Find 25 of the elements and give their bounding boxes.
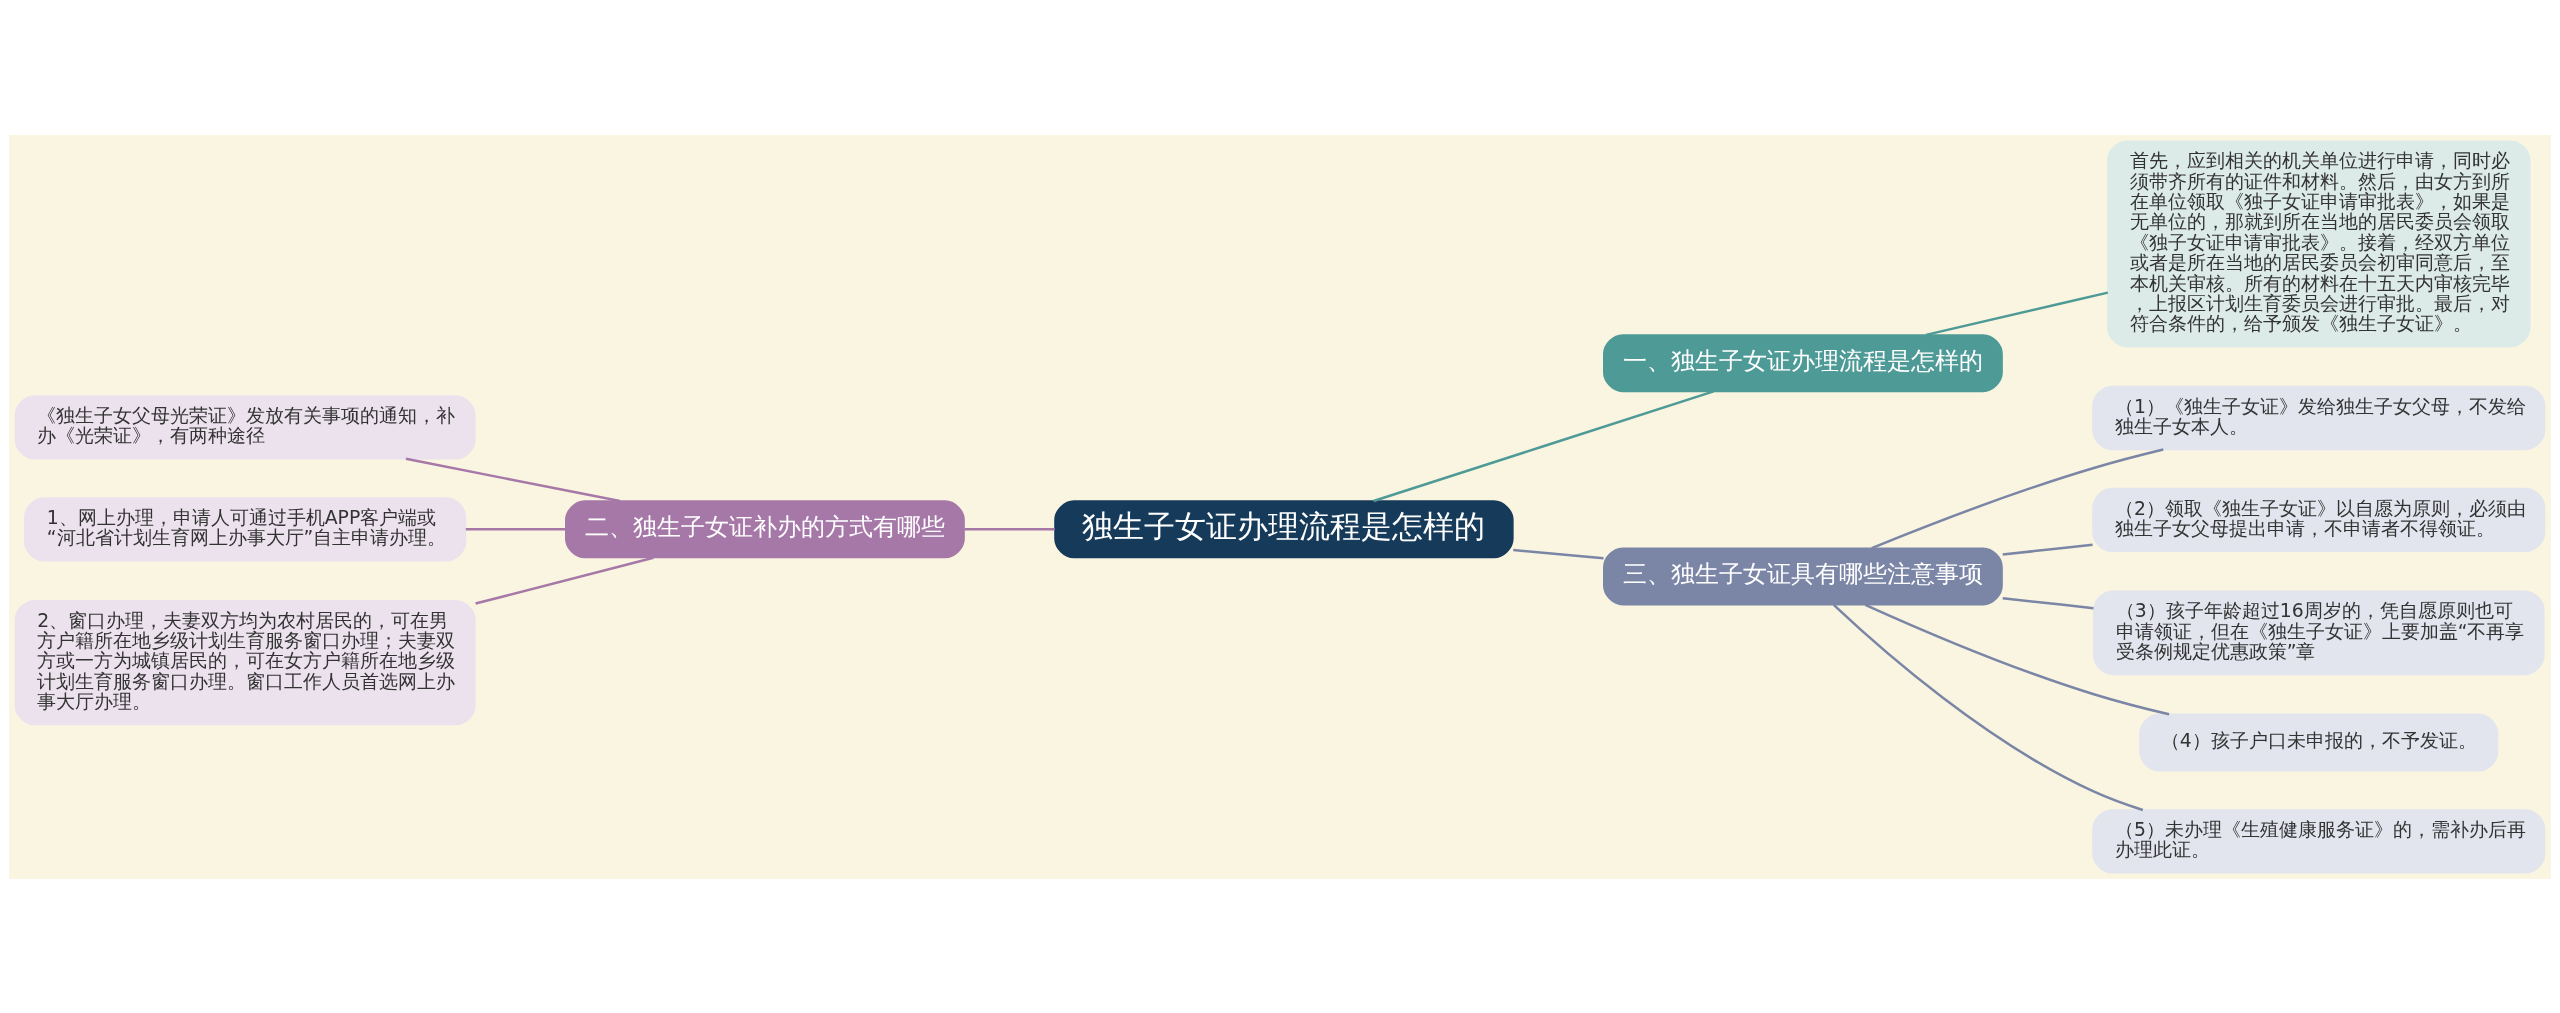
connector <box>2002 596 2094 609</box>
node-box: 一、独生子女证办理流程是怎样的 <box>1603 333 2003 392</box>
node-box: （1）《独生子女证》发给独生子女父母，不发给独生子女本人。 <box>2092 385 2546 450</box>
connector <box>1871 447 2164 549</box>
node-box: 二、独生子女证补办的方式有哪些 <box>565 499 965 558</box>
node-box: （5）未办理《生殖健康服务证》的，需补办后再办理此证。 <box>2092 808 2546 873</box>
node-box: 2、窗口办理，夫妻双方均为农村居民的，可在男方户籍所在地乡级计划生育服务窗口办理；夫妻双方或一方为城镇居民的，可在女方户籍所在地乡级计划生育服务窗口办理。窗口工作人员首选网上办事大厅办理。 <box>14 599 476 725</box>
connector <box>465 527 566 531</box>
node-box: （3）孩子年龄超过16周岁的，凭自愿原则也可申请领证，但在《独生子女证》上要加盖“不再享受条例规定优惠政策”章 <box>2093 590 2545 675</box>
connector <box>1832 603 2144 811</box>
connector <box>405 457 621 502</box>
connector <box>1513 548 1604 560</box>
node-box: 三、独生子女证具有哪些注意事项 <box>1603 546 2003 605</box>
node-box: 首先，应到相关的机关单位进行申请，同时必须带齐所有的证件和材料。然后，由女方到所在单位领取《独子女证申请审批表》，如果是无单位的，那就到所在当地的居民委员会领取《独子女证申请审批表》。接着，经双方单位或者是所在当地的居民委员会初审同意后，至本机关审核。所有的材料在十五天内审核完毕，上报区计划生育委员会进行审批。最后，对符合条件的，给予颁发《独生子女证》。 <box>2107 140 2531 347</box>
connector <box>1373 389 1714 502</box>
connector <box>2002 542 2093 556</box>
node-box: 1、网上办理，申请人可通过手机APP客户端或“河北省计划生育网上办事大厅”自主申请办理。 <box>24 496 467 561</box>
node-box: （2）领取《独生子女证》以自愿为原则，必须由独生子女父母提出申请，不申请者不得领证。 <box>2092 487 2546 552</box>
connector <box>964 527 1055 531</box>
node-box: 《独生子女父母光荣证》发放有关事项的通知，补办《光荣证》，有两种途径 <box>14 394 476 460</box>
connector <box>1925 290 2109 336</box>
node-box: 独生子女证办理流程是怎样的 <box>1054 499 1514 558</box>
node-box: （4）孩子户口未申报的，不予发证。 <box>2139 713 2499 772</box>
connector <box>1864 603 2170 716</box>
connector <box>475 555 654 605</box>
